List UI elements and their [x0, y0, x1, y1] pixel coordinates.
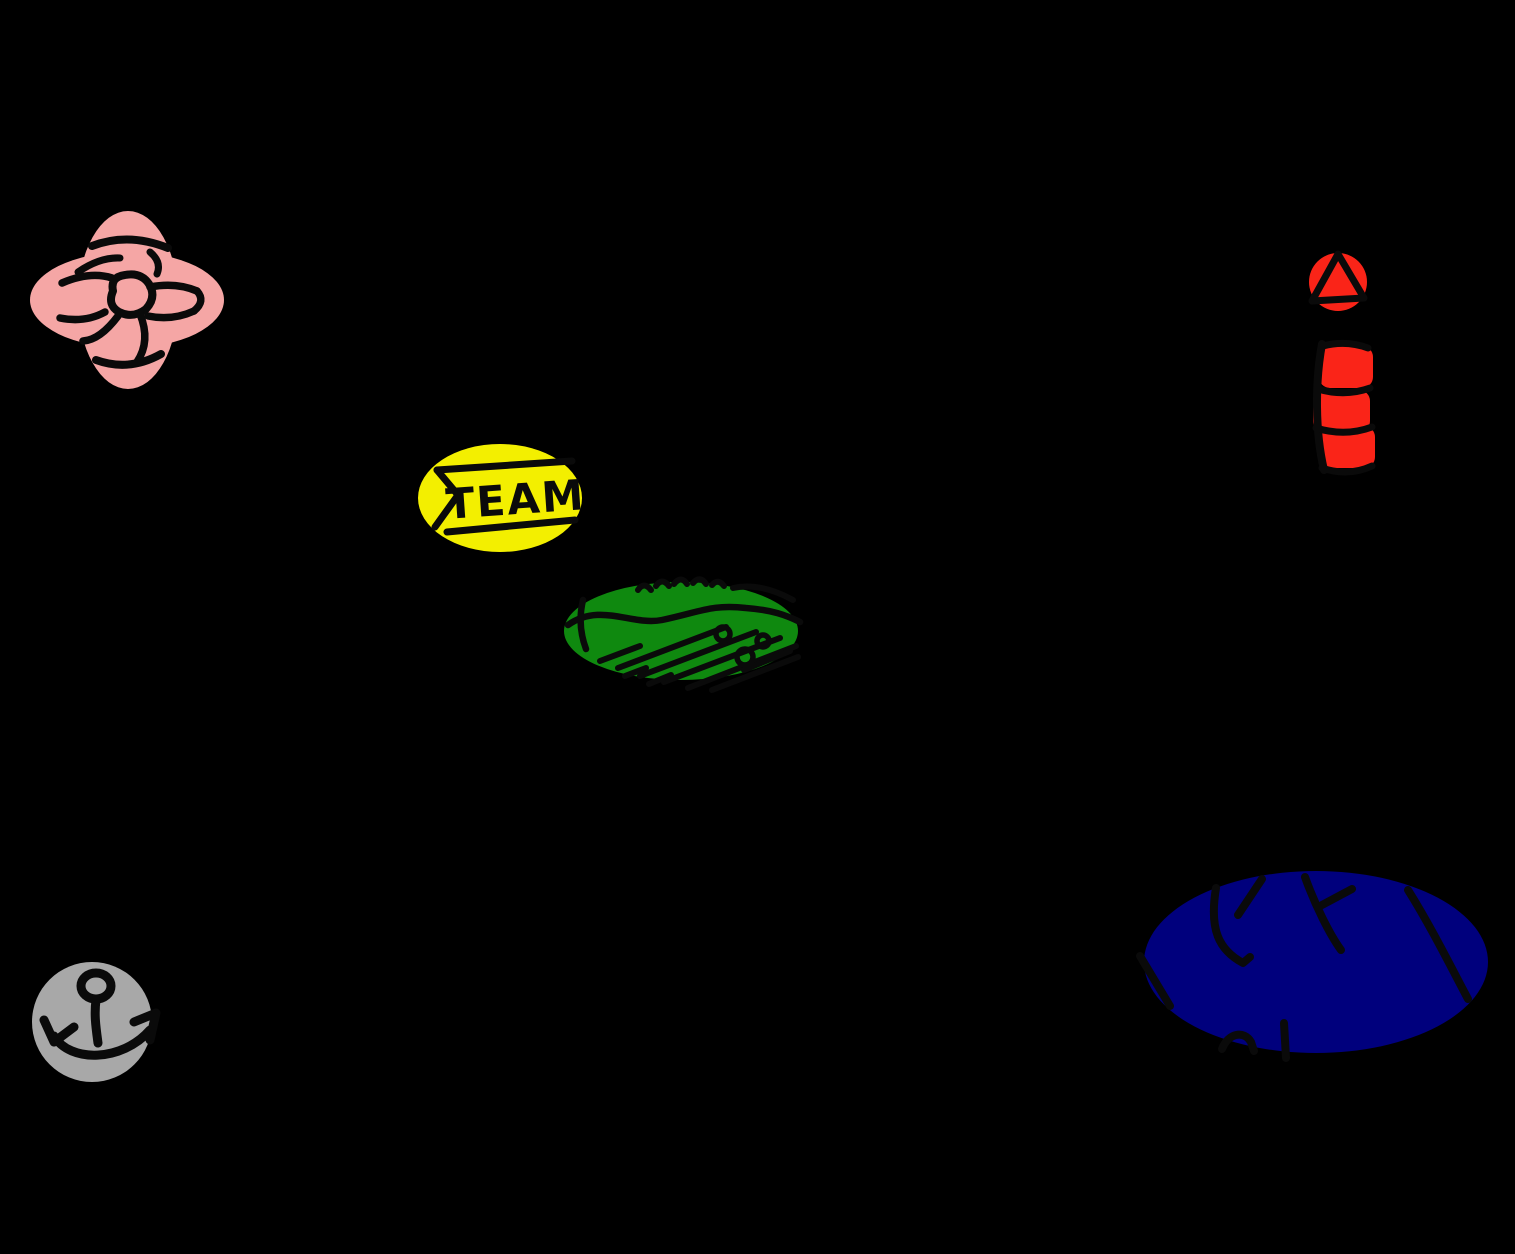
- bow-ribbon-stroke: [133, 310, 149, 366]
- field-hatch: [622, 665, 649, 679]
- lighthouse-seam: [1319, 339, 1372, 352]
- bow-petal-horizontal: [30, 252, 224, 348]
- banner-bottom-edge: [443, 516, 579, 536]
- field-stroke: [709, 578, 727, 589]
- anchor-arms: [49, 1025, 155, 1060]
- lighthouse-roof: [1308, 250, 1368, 305]
- gift-bow-icon: [30, 211, 224, 389]
- mountain-stroke: [1209, 884, 1254, 967]
- anchor-fluke-left: [39, 1015, 79, 1047]
- field-dot: [754, 632, 772, 650]
- lighthouse-seam: [1318, 462, 1376, 476]
- field-stroke: [730, 583, 796, 603]
- field-hatch: [646, 672, 674, 687]
- mountain-stroke: [1136, 952, 1174, 1010]
- lake-bottom-stroke: [1280, 1019, 1290, 1062]
- field-hatch: [597, 643, 643, 664]
- field-scribble-icon: [564, 576, 804, 693]
- field-hatch: [637, 629, 759, 679]
- mountain-stroke: [1404, 886, 1472, 1003]
- mountain-stroke: [1318, 885, 1356, 909]
- field-stroke: [577, 596, 590, 653]
- bow-ribbon-stroke: [56, 308, 109, 324]
- anchor-fluke-right: [129, 1008, 161, 1045]
- anchor-shank: [90, 995, 103, 1048]
- bow-ribbon-stroke: [58, 271, 116, 287]
- lake-bottom-stroke: [1218, 1030, 1258, 1055]
- bow-ribbon-stroke: [88, 235, 172, 252]
- field-stroke: [690, 576, 709, 587]
- field-stroke: [635, 582, 654, 593]
- field-stroke: [564, 603, 804, 629]
- lighthouse-seam: [1312, 423, 1376, 436]
- bow-ribbon-stroke: [74, 254, 124, 276]
- lighthouse-band: [1318, 426, 1375, 468]
- lighthouse-band: [1313, 390, 1370, 432]
- anchor-icon: [32, 962, 161, 1082]
- team-label: TEAM: [444, 470, 587, 529]
- field-hatch: [709, 654, 801, 693]
- lighthouse-outline: [1313, 340, 1328, 474]
- lake-ellipse: [1144, 871, 1488, 1053]
- field-dot: [734, 646, 756, 668]
- field-hatch: [615, 624, 729, 671]
- field-hatch: [741, 648, 793, 673]
- banner-top-edge: [433, 457, 576, 474]
- banner-left-chevron: [431, 466, 462, 531]
- lighthouse-band: [1319, 346, 1373, 388]
- mountain-stroke: [1234, 875, 1266, 919]
- lighthouse-seam: [1314, 384, 1374, 397]
- lighthouse-icon: [1308, 250, 1376, 476]
- mountain-stroke: [1301, 873, 1345, 954]
- bow-ribbon-stroke: [92, 350, 165, 369]
- field-dot: [713, 624, 733, 644]
- field-stroke: [653, 578, 672, 589]
- mountain-lake-icon: [1136, 871, 1488, 1062]
- bow-ribbon-stroke: [144, 307, 198, 322]
- bow-ribbon-stroke: [79, 312, 122, 345]
- field-stroke: [671, 576, 690, 587]
- bow-knot: [107, 270, 157, 319]
- bow-ribbon-stroke: [146, 248, 162, 278]
- team-banner-icon: TEAM: [418, 444, 587, 552]
